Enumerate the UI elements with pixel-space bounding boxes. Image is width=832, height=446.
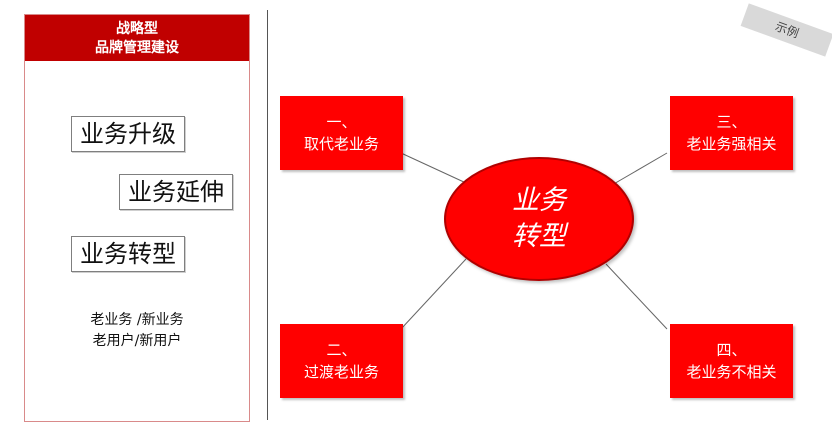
- connector-bottom-left: [400, 258, 467, 330]
- connector-bottom-right: [605, 263, 668, 330]
- node-unrelated: 四、 老业务不相关: [670, 324, 793, 398]
- node-1-label: 取代老业务: [303, 135, 379, 153]
- node-1-number: 一、: [326, 113, 357, 131]
- hub-line1: 业务: [512, 185, 566, 216]
- node-4-label: 老业务不相关: [686, 363, 777, 381]
- keyword-business-upgrade: 业务升级: [71, 116, 185, 152]
- panel-title-line1: 战略型: [116, 21, 158, 37]
- keyword-business-transformation: 业务转型: [71, 236, 185, 272]
- note-business: 老业务 /新业务: [90, 312, 184, 328]
- left-panel: 战略型 品牌管理建设 业务升级 业务延伸 业务转型 老业务 /新业务 老用户/新…: [24, 14, 250, 422]
- node-4-number: 四、: [716, 341, 747, 359]
- node-2-label: 过渡老业务: [303, 363, 379, 381]
- note-users: 老用户/新用户: [92, 333, 182, 349]
- connector-top-left: [400, 152, 467, 184]
- panel-header: 战略型 品牌管理建设: [25, 15, 249, 61]
- node-2-number: 二、: [326, 341, 357, 359]
- vertical-divider: [267, 10, 268, 420]
- node-replace-old-business: 一、 取代老业务: [280, 96, 403, 170]
- node-3-number: 三、: [716, 113, 747, 131]
- node-3-label: 老业务强相关: [686, 135, 777, 153]
- node-transition-old-business: 二、 过渡老业务: [280, 324, 403, 398]
- connector-top-right: [611, 152, 668, 186]
- keyword-business-extension: 业务延伸: [119, 174, 233, 210]
- hub-line2: 转型: [512, 221, 566, 252]
- node-strongly-related: 三、 老业务强相关: [670, 96, 793, 170]
- panel-title-line2: 品牌管理建设: [95, 40, 179, 56]
- hub-business-transformation: 业务 转型: [444, 157, 634, 281]
